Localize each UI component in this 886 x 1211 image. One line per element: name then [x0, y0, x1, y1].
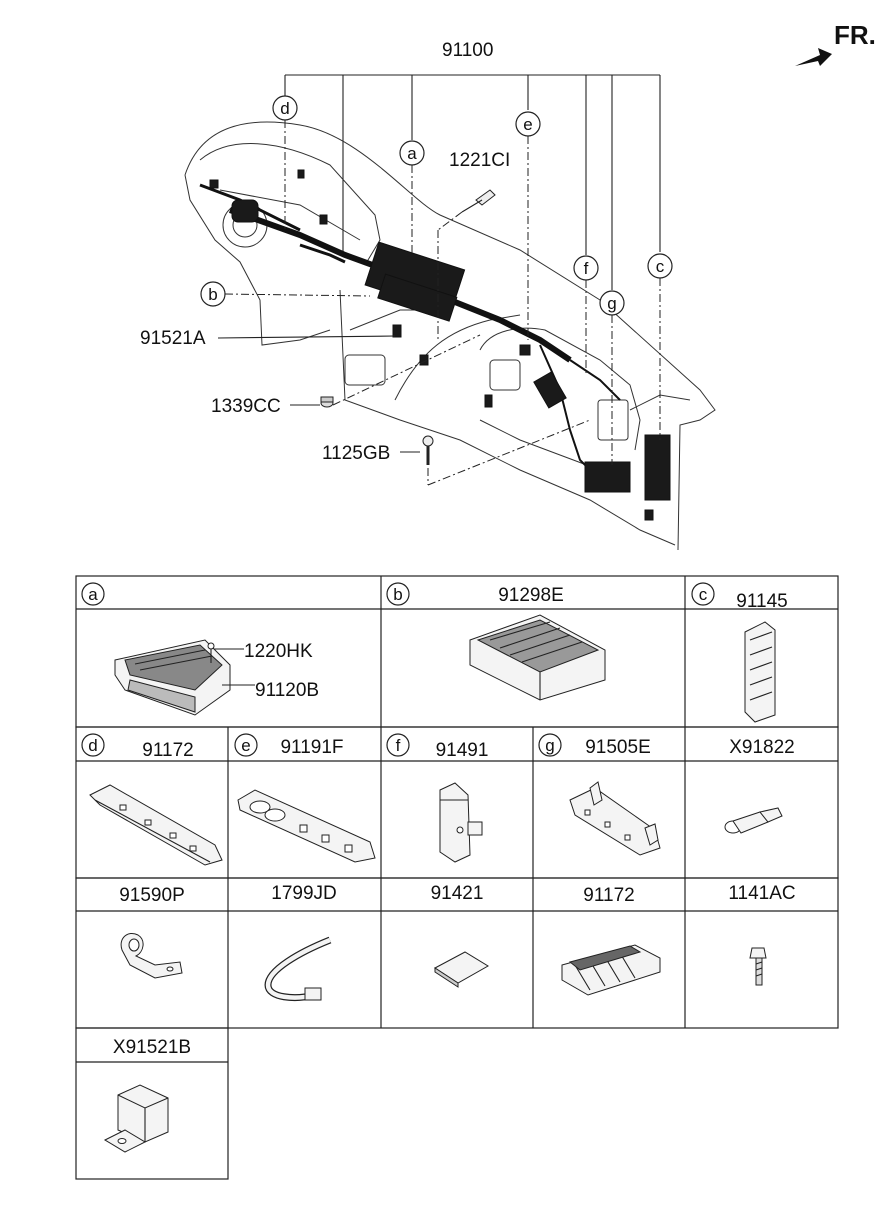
part-cable-tie-illustration: [264, 936, 332, 1001]
svg-text:1339CC: 1339CC: [211, 396, 281, 417]
svg-text:g: g: [607, 294, 616, 313]
sub-part-1220hk: 1220HK: [244, 641, 313, 662]
cell-x91822-header: X91822: [729, 737, 795, 758]
svg-text:a: a: [88, 585, 98, 604]
dashboard-outline: [184, 121, 716, 551]
main-part-number: 91100: [442, 40, 493, 61]
svg-text:e: e: [241, 736, 250, 755]
svg-text:f: f: [396, 736, 401, 755]
label-1125gb: 1125GB: [322, 419, 591, 486]
part-bracket-g-illustration: [569, 781, 661, 856]
callout-e: e: [515, 111, 541, 340]
svg-text:91191F: 91191F: [280, 737, 343, 758]
cell-a-header: a: [81, 582, 105, 606]
part-junction-box-illustration: 1220HK 91120B: [114, 639, 319, 716]
part-connector-block-illustration: [744, 621, 776, 723]
svg-text:91172: 91172: [142, 740, 193, 761]
part-bracket-d-illustration: [89, 784, 223, 866]
svg-text:g: g: [545, 736, 554, 755]
svg-text:b: b: [393, 585, 402, 604]
callout-f: f: [573, 255, 599, 375]
label-91521a: 91521A: [140, 328, 396, 349]
cell-c-header: c 91145: [691, 582, 788, 612]
svg-text:f: f: [584, 259, 589, 278]
callout-d: d: [272, 95, 298, 230]
main-part-leaders: [284, 74, 661, 290]
svg-text:e: e: [523, 115, 532, 134]
sub-part-91120b: 91120B: [255, 680, 319, 701]
svg-text:a: a: [407, 144, 417, 163]
cell-91590p-header: 91590P: [119, 885, 185, 906]
part-terminal-illustration: [724, 807, 783, 834]
cell-f-header: f 91491: [386, 733, 489, 761]
svg-text:1221CI: 1221CI: [449, 150, 510, 171]
label-1221ci: 1221CI: [437, 150, 510, 340]
svg-text:91521A: 91521A: [140, 328, 206, 349]
svg-text:91145: 91145: [736, 591, 787, 612]
cell-b-header: b 91298E: [386, 582, 564, 606]
svg-text:91505E: 91505E: [585, 737, 651, 758]
part-holder-f-illustration: [439, 782, 483, 863]
front-arrow-icon: [795, 48, 832, 66]
svg-text:91298E: 91298E: [498, 585, 564, 606]
cell-g-header: g 91505E: [538, 733, 651, 758]
cell-91172-header: 91172: [583, 885, 634, 906]
callout-a: a: [399, 140, 425, 255]
part-pad-illustration: [434, 951, 489, 988]
part-bracket-e-illustration: [237, 789, 376, 863]
part-relay-illustration: [103, 1084, 169, 1153]
cell-d-header: d 91172: [81, 733, 194, 761]
cell-1141ac-header: 1141AC: [728, 883, 795, 904]
svg-text:d: d: [88, 736, 97, 755]
cell-x91521b-header: X91521B: [113, 1037, 191, 1058]
cell-1799jd-header: 1799JD: [271, 883, 337, 904]
part-protector-illustration: [561, 944, 661, 996]
part-clamp-illustration: [120, 933, 183, 979]
svg-text:1125GB: 1125GB: [322, 443, 390, 464]
callout-b: b: [200, 281, 371, 307]
svg-text:d: d: [280, 99, 289, 118]
svg-text:X91822: X91822: [729, 737, 795, 758]
parts-table-grid: [75, 575, 839, 1180]
cell-e-header: e 91191F: [234, 733, 344, 758]
callout-c: c: [647, 253, 673, 440]
part-fuse-block-illustration: [469, 614, 606, 701]
wiring-harness: [199, 169, 671, 521]
svg-text:b: b: [208, 285, 217, 304]
label-1339cc: 1339CC: [211, 334, 481, 417]
front-direction-indicator: FR.: [795, 20, 876, 66]
callout-g: g: [599, 290, 625, 465]
svg-text:c: c: [699, 585, 708, 604]
svg-text:c: c: [656, 257, 665, 276]
front-label: FR.: [834, 20, 876, 50]
cell-91421-header: 91421: [431, 883, 484, 904]
svg-text:91491: 91491: [436, 740, 489, 761]
part-bolt-illustration: [749, 947, 767, 986]
